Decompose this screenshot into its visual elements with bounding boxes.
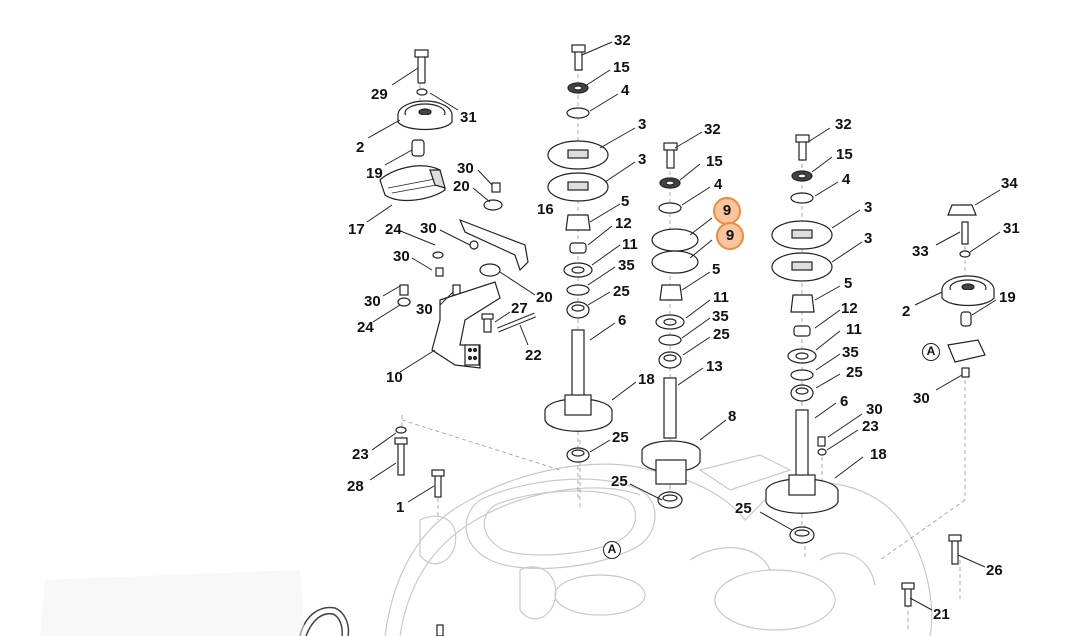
reference-marker-a: A — [603, 541, 621, 559]
callout-34[interactable]: 34 — [1001, 175, 1018, 192]
callout-30[interactable]: 30 — [420, 220, 437, 237]
callout-20[interactable]: 20 — [536, 289, 553, 306]
callout-15[interactable]: 15 — [613, 59, 630, 76]
leader-lines — [366, 41, 1001, 611]
callout-11[interactable]: 11 — [622, 236, 638, 253]
callout-25[interactable]: 25 — [613, 283, 630, 300]
callout-13[interactable]: 13 — [706, 358, 723, 375]
callout-5[interactable]: 5 — [712, 261, 721, 278]
callout-11[interactable]: 11 — [846, 321, 862, 338]
callout-2[interactable]: 2 — [356, 139, 365, 156]
callout-22[interactable]: 22 — [525, 347, 542, 364]
callout-18[interactable]: 18 — [638, 371, 655, 388]
callout-2[interactable]: 2 — [902, 303, 911, 320]
callout-10[interactable]: 10 — [386, 369, 403, 386]
callout-31[interactable]: 31 — [1003, 220, 1020, 237]
callout-23[interactable]: 23 — [862, 418, 879, 435]
callout-30[interactable]: 30 — [416, 301, 433, 318]
callout-23[interactable]: 23 — [352, 446, 369, 463]
callout-8[interactable]: 8 — [728, 408, 737, 425]
right-pulley-assembly — [941, 204, 995, 378]
callout-27[interactable]: 27 — [511, 300, 528, 317]
callout-30[interactable]: 30 — [393, 248, 410, 265]
guide-lines — [401, 60, 966, 630]
callout-24[interactable]: 24 — [357, 319, 374, 336]
callout-15[interactable]: 15 — [836, 146, 853, 163]
left-assembly — [379, 49, 536, 369]
callout-31[interactable]: 31 — [460, 109, 477, 126]
callout-3[interactable]: 3 — [864, 230, 873, 247]
spindle-middle — [641, 142, 701, 509]
callout-30[interactable]: 30 — [913, 390, 930, 407]
callout-35[interactable]: 35 — [842, 344, 859, 361]
callout-35[interactable]: 35 — [618, 257, 635, 274]
callout-17[interactable]: 17 — [348, 221, 365, 238]
callout-3[interactable]: 3 — [864, 199, 873, 216]
callout-25[interactable]: 25 — [612, 429, 629, 446]
callout-9-highlighted[interactable]: 9 — [713, 197, 741, 225]
callout-4[interactable]: 4 — [621, 82, 630, 99]
shadow-ghost — [40, 570, 305, 636]
callout-26[interactable]: 26 — [986, 562, 1003, 579]
callout-29[interactable]: 29 — [371, 86, 388, 103]
spindle-right — [765, 134, 839, 544]
callout-6[interactable]: 6 — [618, 312, 627, 329]
callout-18[interactable]: 18 — [870, 446, 887, 463]
callout-11[interactable]: 11 — [713, 289, 729, 306]
callout-25[interactable]: 25 — [611, 473, 628, 490]
callout-25[interactable]: 25 — [846, 364, 863, 381]
callout-4[interactable]: 4 — [714, 176, 723, 193]
callout-3[interactable]: 3 — [638, 116, 647, 133]
mower-deck-ghost — [384, 454, 933, 636]
callout-12[interactable]: 12 — [615, 215, 632, 232]
callout-6[interactable]: 6 — [840, 393, 849, 410]
callout-24[interactable]: 24 — [385, 221, 402, 238]
callout-15[interactable]: 15 — [706, 153, 723, 170]
bottom-bolts — [394, 426, 962, 636]
spindle-left — [544, 44, 613, 463]
callout-16[interactable]: 16 — [537, 201, 554, 218]
callout-20[interactable]: 20 — [453, 178, 470, 195]
callout-30[interactable]: 30 — [364, 293, 381, 310]
callout-32[interactable]: 32 — [835, 116, 852, 133]
callout-33[interactable]: 33 — [912, 243, 929, 260]
belt-ghost — [299, 606, 350, 636]
callout-25[interactable]: 25 — [713, 326, 730, 343]
callout-1[interactable]: 1 — [396, 499, 405, 516]
callout-30[interactable]: 30 — [457, 160, 474, 177]
callout-32[interactable]: 32 — [614, 32, 631, 49]
callout-21[interactable]: 21 — [933, 606, 950, 623]
callout-12[interactable]: 12 — [841, 300, 858, 317]
callout-32[interactable]: 32 — [704, 121, 721, 138]
callout-9-highlighted[interactable]: 9 — [716, 222, 744, 250]
callout-19[interactable]: 19 — [999, 289, 1016, 306]
callout-5[interactable]: 5 — [621, 193, 630, 210]
callout-3[interactable]: 3 — [638, 151, 647, 168]
callout-5[interactable]: 5 — [844, 275, 853, 292]
reference-marker-a: A — [922, 343, 940, 361]
callout-25[interactable]: 25 — [735, 500, 752, 517]
callout-28[interactable]: 28 — [347, 478, 364, 495]
callout-4[interactable]: 4 — [842, 171, 851, 188]
callout-30[interactable]: 30 — [866, 401, 883, 418]
callout-35[interactable]: 35 — [712, 308, 729, 325]
callout-19[interactable]: 19 — [366, 165, 383, 182]
